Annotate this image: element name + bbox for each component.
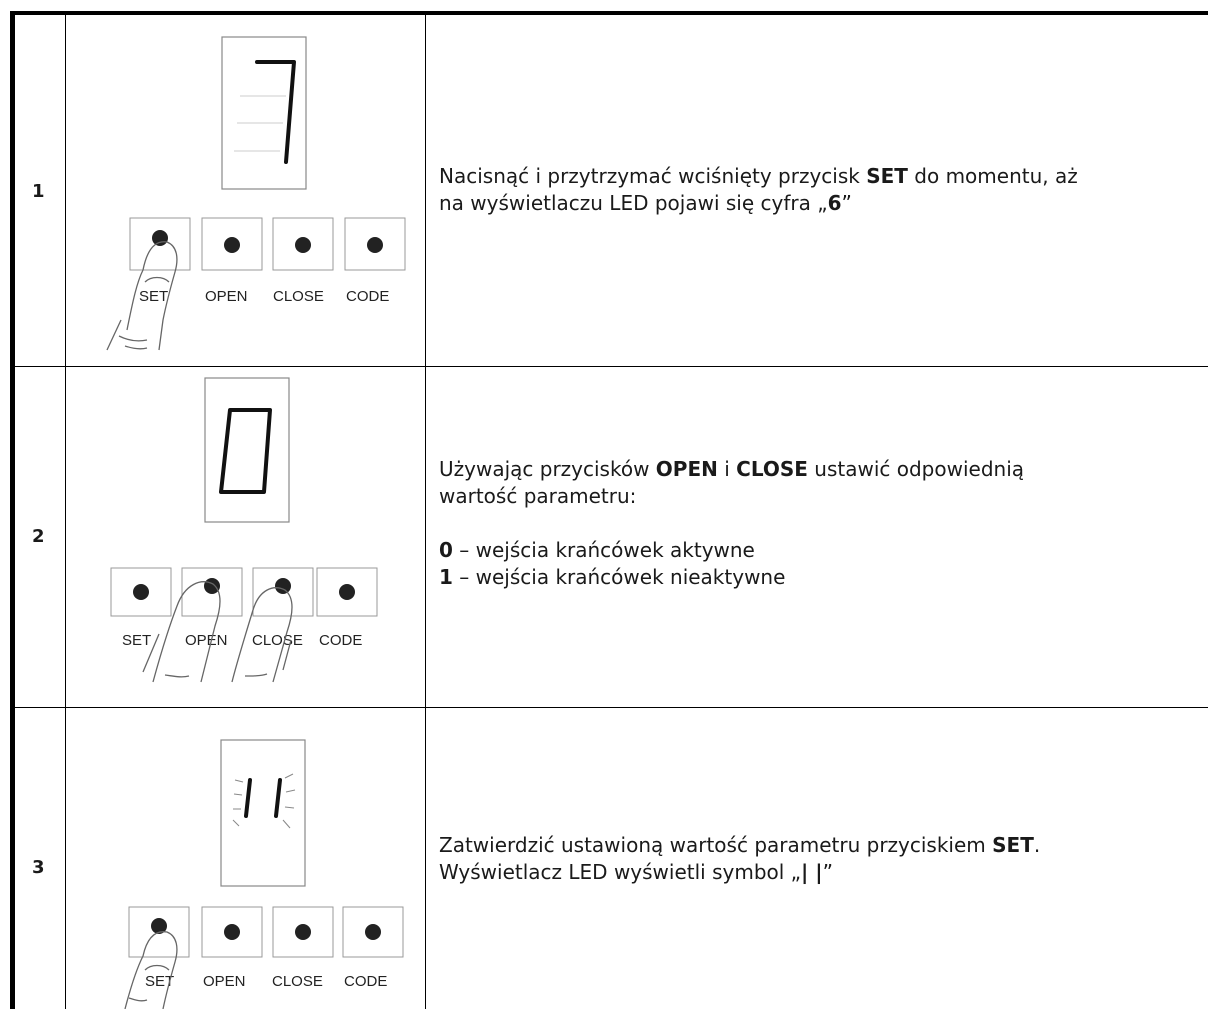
close-button[interactable] [295,924,311,940]
text-fragment-bold: OPEN [655,457,718,481]
close-button[interactable] [295,237,311,253]
text-fragment: Używając przycisków [439,457,656,481]
open-button[interactable] [204,578,220,594]
table-border-top [10,11,1208,15]
step-3-description: Zatwierdzić ustawioną wartość parametru … [439,832,1208,886]
row-divider-1 [10,366,1208,367]
text-fragment-bold: | | [801,860,823,884]
code-label: CODE [346,288,389,305]
table-border-left [10,11,15,1009]
set-label: SET [122,632,151,649]
row-divider-2 [10,707,1208,708]
step-2-description: Używając przycisków OPEN i CLOSE ustawić… [439,456,1208,591]
text-fragment: na wyświetlaczu LED pojawi się cyfra „ [439,191,828,215]
code-label: CODE [319,632,362,649]
set-button[interactable] [133,584,149,600]
option-text: – wejścia krańcówek nieaktywne [452,565,786,589]
text-fragment: ” [822,860,833,884]
step-number: 2 [32,526,45,547]
column-divider-1 [65,11,66,1009]
led-display: 7 [221,36,307,190]
text-fragment: ustawić odpowiednią [807,457,1025,481]
text-fragment: Nacisnąć i przytrzymać wciśnięty przycis… [439,164,867,188]
code-label: CODE [344,973,387,990]
button-panel: SET OPEN CLOSE CODE [129,217,406,305]
close-button[interactable] [275,578,291,594]
option-text: – wejścia krańcówek aktywne [452,538,755,562]
text-fragment: do momentu, aż [907,164,1078,188]
led-display: 0 [204,377,290,523]
text-fragment: Zatwierdzić ustawioną wartość parametru … [439,833,993,857]
finger-icon [124,931,178,1009]
step-1-illustration: 7 SET OPEN CLOSE CODE [67,20,423,360]
set-button[interactable] [151,918,167,934]
text-fragment: ” [841,191,852,215]
code-button[interactable] [365,924,381,940]
step-1-description: Nacisnąć i przytrzymać wciśnięty przycis… [439,163,1208,217]
led-display: | | [220,739,306,887]
open-label: OPEN [205,288,248,305]
text-fragment: Wyświetlacz LED wyświetli symbol „ [439,860,802,884]
code-button[interactable] [339,584,355,600]
text-fragment-bold: SET [866,164,908,188]
option-value: 0 [439,538,453,562]
finger-icon [106,241,178,351]
text-fragment-bold: SET [992,833,1034,857]
option-value: 1 [439,565,453,589]
open-button[interactable] [224,237,240,253]
text-fragment-bold: CLOSE [736,457,808,481]
open-label: OPEN [185,632,228,649]
open-button[interactable] [224,924,240,940]
step-number: 1 [32,181,45,202]
step-number: 3 [32,857,45,878]
code-button[interactable] [367,237,383,253]
set-button[interactable] [152,230,168,246]
step-3-illustration: | | SET [67,710,423,1009]
set-label: SET [145,973,174,990]
text-fragment: i [717,457,737,481]
text-fragment: . [1033,833,1041,857]
button-panel: SET OPEN CLOSE CODE [128,906,404,990]
close-label: CLOSE [272,973,323,990]
finger-icon [142,581,221,683]
close-label: CLOSE [273,288,324,305]
text-fragment-bold: 6 [827,191,842,215]
finger-icon [231,587,293,683]
open-label: OPEN [203,973,246,990]
column-divider-2 [425,11,426,1009]
step-2-illustration: 0 SET OPEN CLOSE CODE [67,370,423,705]
button-panel: SET OPEN CLOSE CODE [110,567,378,649]
close-label: CLOSE [252,632,303,649]
text-line: wartość parametru: [439,484,637,508]
set-label: SET [139,288,168,305]
